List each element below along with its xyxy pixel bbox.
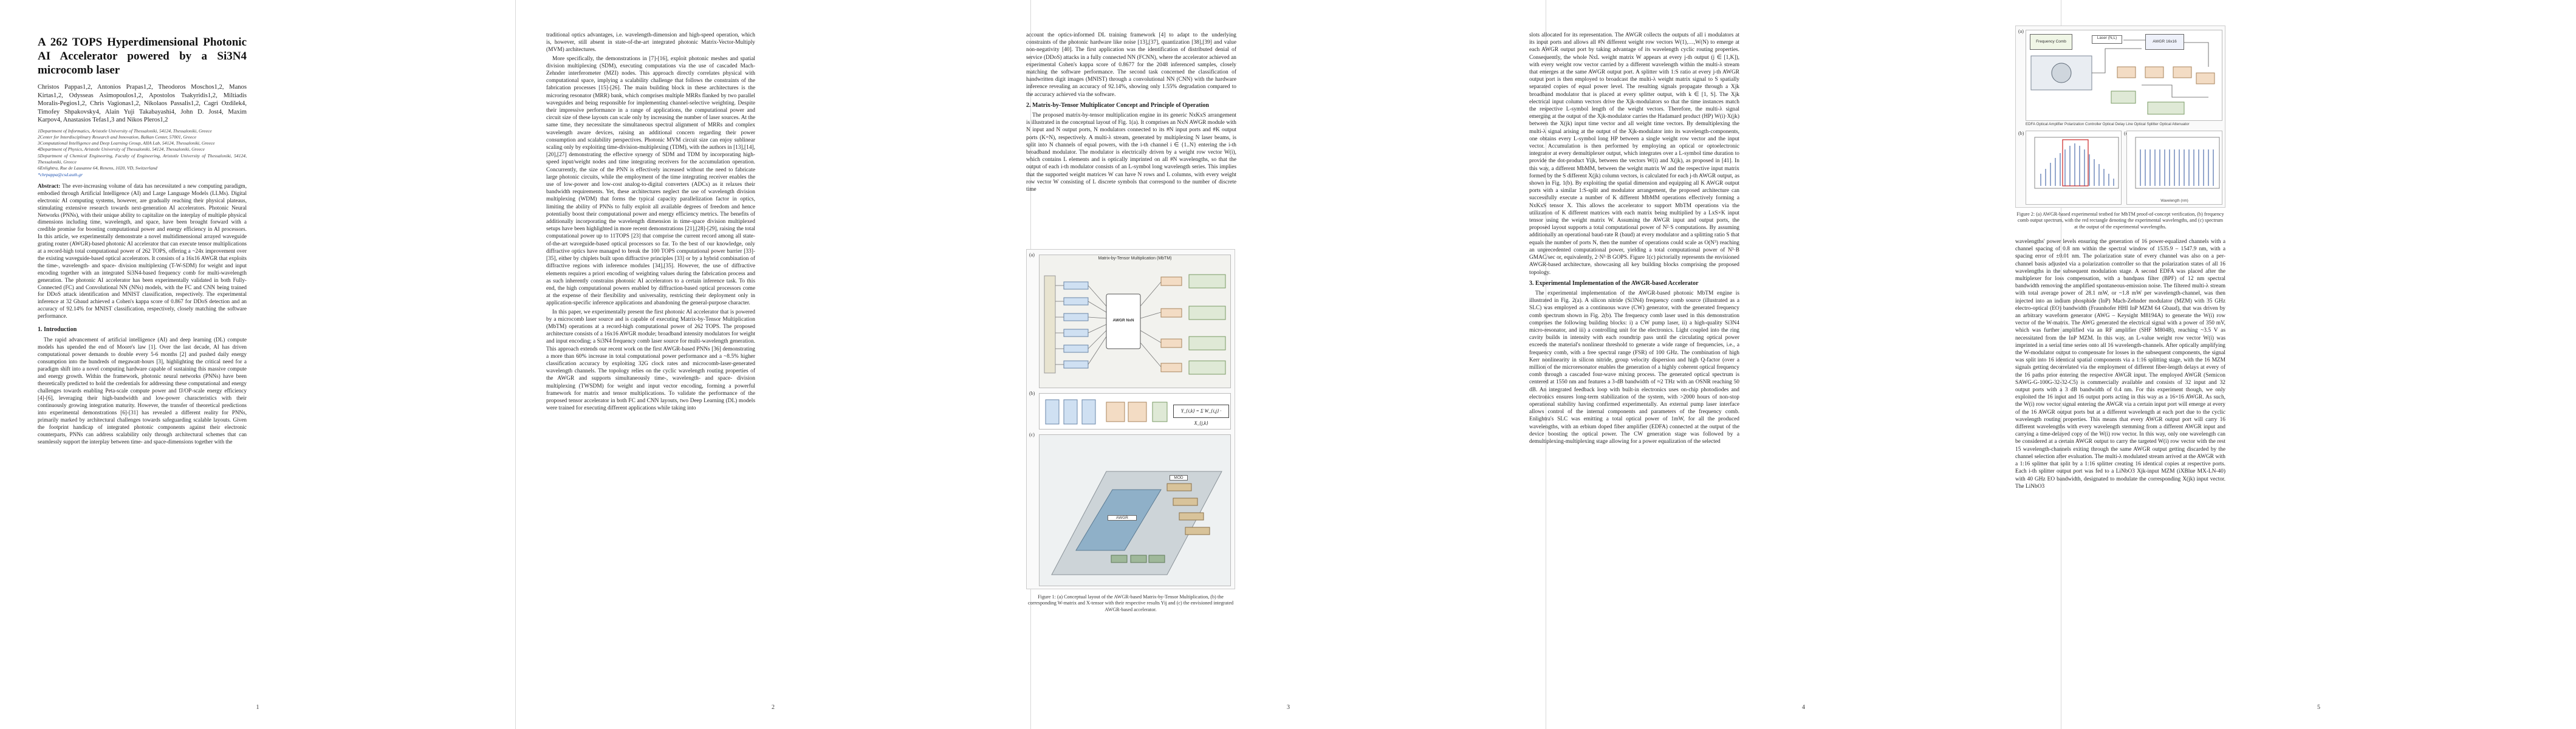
mbtm-diagram <box>1044 274 1226 375</box>
affiliation-line: 1Department of Informatics, Aristotle Un… <box>38 128 212 134</box>
body-paragraph: account the optics-informed DL training … <box>1026 32 1236 98</box>
affiliation-line: 5Department of Chemical Engineering, Fac… <box>38 152 247 165</box>
figure-2-panel-a-label: (a) <box>2018 29 2024 34</box>
figure-2-panel-b-label: (b) <box>2018 131 2024 136</box>
figure-2-panel-b <box>2026 131 2122 205</box>
comb-spectrum-plot <box>2034 137 2119 189</box>
page-number: 4 <box>1802 704 1805 711</box>
figure-2: (a) Frequency Comb Laser (N,L) AWGR 16x1… <box>2015 26 2225 208</box>
page-2: traditional optics advantages, i.e. wave… <box>515 0 1030 729</box>
frequency-comb-block: Frequency Comb <box>2030 34 2072 50</box>
corresponding-email: *chrpappa@csd.auth.gr <box>38 171 83 177</box>
section-heading-matrix-tensor: 2. Matrix-by-Tensor Multiplicator Concep… <box>1026 101 1209 109</box>
figure-1-caption: Figure 1: (a) Conceptual layout of the A… <box>1027 594 1234 612</box>
figure-1-panel-c-label: (c) <box>1029 432 1035 437</box>
abstract-text: The ever-increasing volume of data has n… <box>38 182 247 320</box>
equalized-spectrum-plot <box>2135 137 2220 189</box>
paper-title: A 262 TOPS Hyperdimensional Photonic AI … <box>38 36 247 77</box>
spectrum-axis-label: Wavelength (nm) <box>2160 199 2188 203</box>
affiliation-line: 3Computational Intelligence and Deep Lea… <box>38 140 215 146</box>
section-heading-experimental: 3. Experimental Implementation of the AW… <box>1529 279 1699 287</box>
body-paragraph: The rapid advancement of artificial inte… <box>38 337 247 445</box>
testbed-schematic <box>2030 39 2215 115</box>
abstract-label: Abstract: <box>38 182 61 189</box>
abstract: Abstract: The ever-increasing volume of … <box>38 183 247 320</box>
figure-1-panel-b-label: (b) <box>1029 391 1035 396</box>
figure-1: (a) Matrix-by-Tensor Multiplication (MbT… <box>1026 249 1235 589</box>
page-3-column: account the optics-informed DL training … <box>1026 32 1236 250</box>
laser-block: Laser (N,L) <box>2092 35 2122 44</box>
result-equation: Y_{i,k} = Σ W_{i,j} · X_{j,k} <box>1173 405 1229 426</box>
integrated-accelerator-render <box>1051 471 1222 575</box>
body-paragraph: slots allocated for its representation. … <box>1529 32 1739 276</box>
page-1-left-column: A 262 TOPS Hyperdimensional Photonic AI … <box>38 35 247 691</box>
body-paragraph: The proposed matrix-by-tensor multiplica… <box>1026 112 1236 193</box>
affiliation-line: 2Center for Interdisciplinary Research a… <box>38 134 197 140</box>
body-paragraph: traditional optics advantages, i.e. wave… <box>546 32 755 53</box>
figure-1-panel-a-label: (a) <box>1029 252 1035 258</box>
figure-1-panel-a-title: Matrix-by-Tensor Multiplication (MbTM) <box>1098 256 1172 261</box>
affiliation-line: 6Enlightra, Rue de Lausanne 64, Renens, … <box>38 165 157 171</box>
page-number: 1 <box>256 704 259 711</box>
affiliation-line: 4Department of Physics, Aristotle Univer… <box>38 146 205 152</box>
page-number: 5 <box>2317 704 2320 711</box>
page-2-column: traditional optics advantages, i.e. wave… <box>546 32 755 688</box>
figure-2-caption: Figure 2: (a) AWGR-based experimental te… <box>2016 211 2224 230</box>
page-3: account the optics-informed DL training … <box>1026 0 1546 729</box>
section-heading-introduction: 1. Introduction <box>38 326 77 334</box>
figure-2-panel-a: Frequency Comb Laser (N,L) AWGR 16x16 <box>2026 30 2222 121</box>
body-paragraph: The experimental implementation of the A… <box>1529 290 1739 445</box>
body-paragraph: In this paper, we experimentally present… <box>546 309 755 412</box>
page-1: A 262 TOPS Hyperdimensional Photonic AI … <box>0 0 515 729</box>
figure-2-panel-c: Wavelength (nm) <box>2126 131 2222 205</box>
figure-2-legend: EDFA Optical Amplifier Polarization Cont… <box>2026 122 2190 126</box>
page-5: (a) Frequency Comb Laser (N,L) AWGR 16x1… <box>2015 0 2576 729</box>
page-4-column: slots allocated for its representation. … <box>1529 32 1739 688</box>
figure-1-panel-c: AWGR MOD <box>1039 434 1231 586</box>
body-paragraph: wavelengths' power levels ensuring the g… <box>2015 239 2225 490</box>
body-paragraph: More specifically, the demonstrations in… <box>546 55 755 307</box>
figure-1-panel-b: Y_{i,k} = Σ W_{i,j} · X_{j,k} <box>1039 393 1231 430</box>
awgr-block: AWGR 16x16 <box>2145 34 2184 50</box>
page-number: 2 <box>772 704 775 711</box>
page-4: slots allocated for its representation. … <box>1529 0 2061 729</box>
author-list: Christos Pappas1,2, Antonios Prapas1,2, … <box>38 84 247 123</box>
figure-1-panel-a: Matrix-by-Tensor Multiplication (MbTM) <box>1039 255 1231 388</box>
matrix-tensor-sketch <box>1045 399 1168 425</box>
awgr-chip-label: AWGR <box>1108 515 1137 521</box>
page-number: 3 <box>1287 704 1290 711</box>
modulator-label: MOD <box>1170 475 1188 481</box>
page-5-column: wavelengths' power levels ensuring the g… <box>2015 238 2225 700</box>
awgr-block-label: AWGR NxN <box>1112 318 1134 323</box>
affiliations: 1Department of Informatics, Aristotle Un… <box>38 128 247 178</box>
